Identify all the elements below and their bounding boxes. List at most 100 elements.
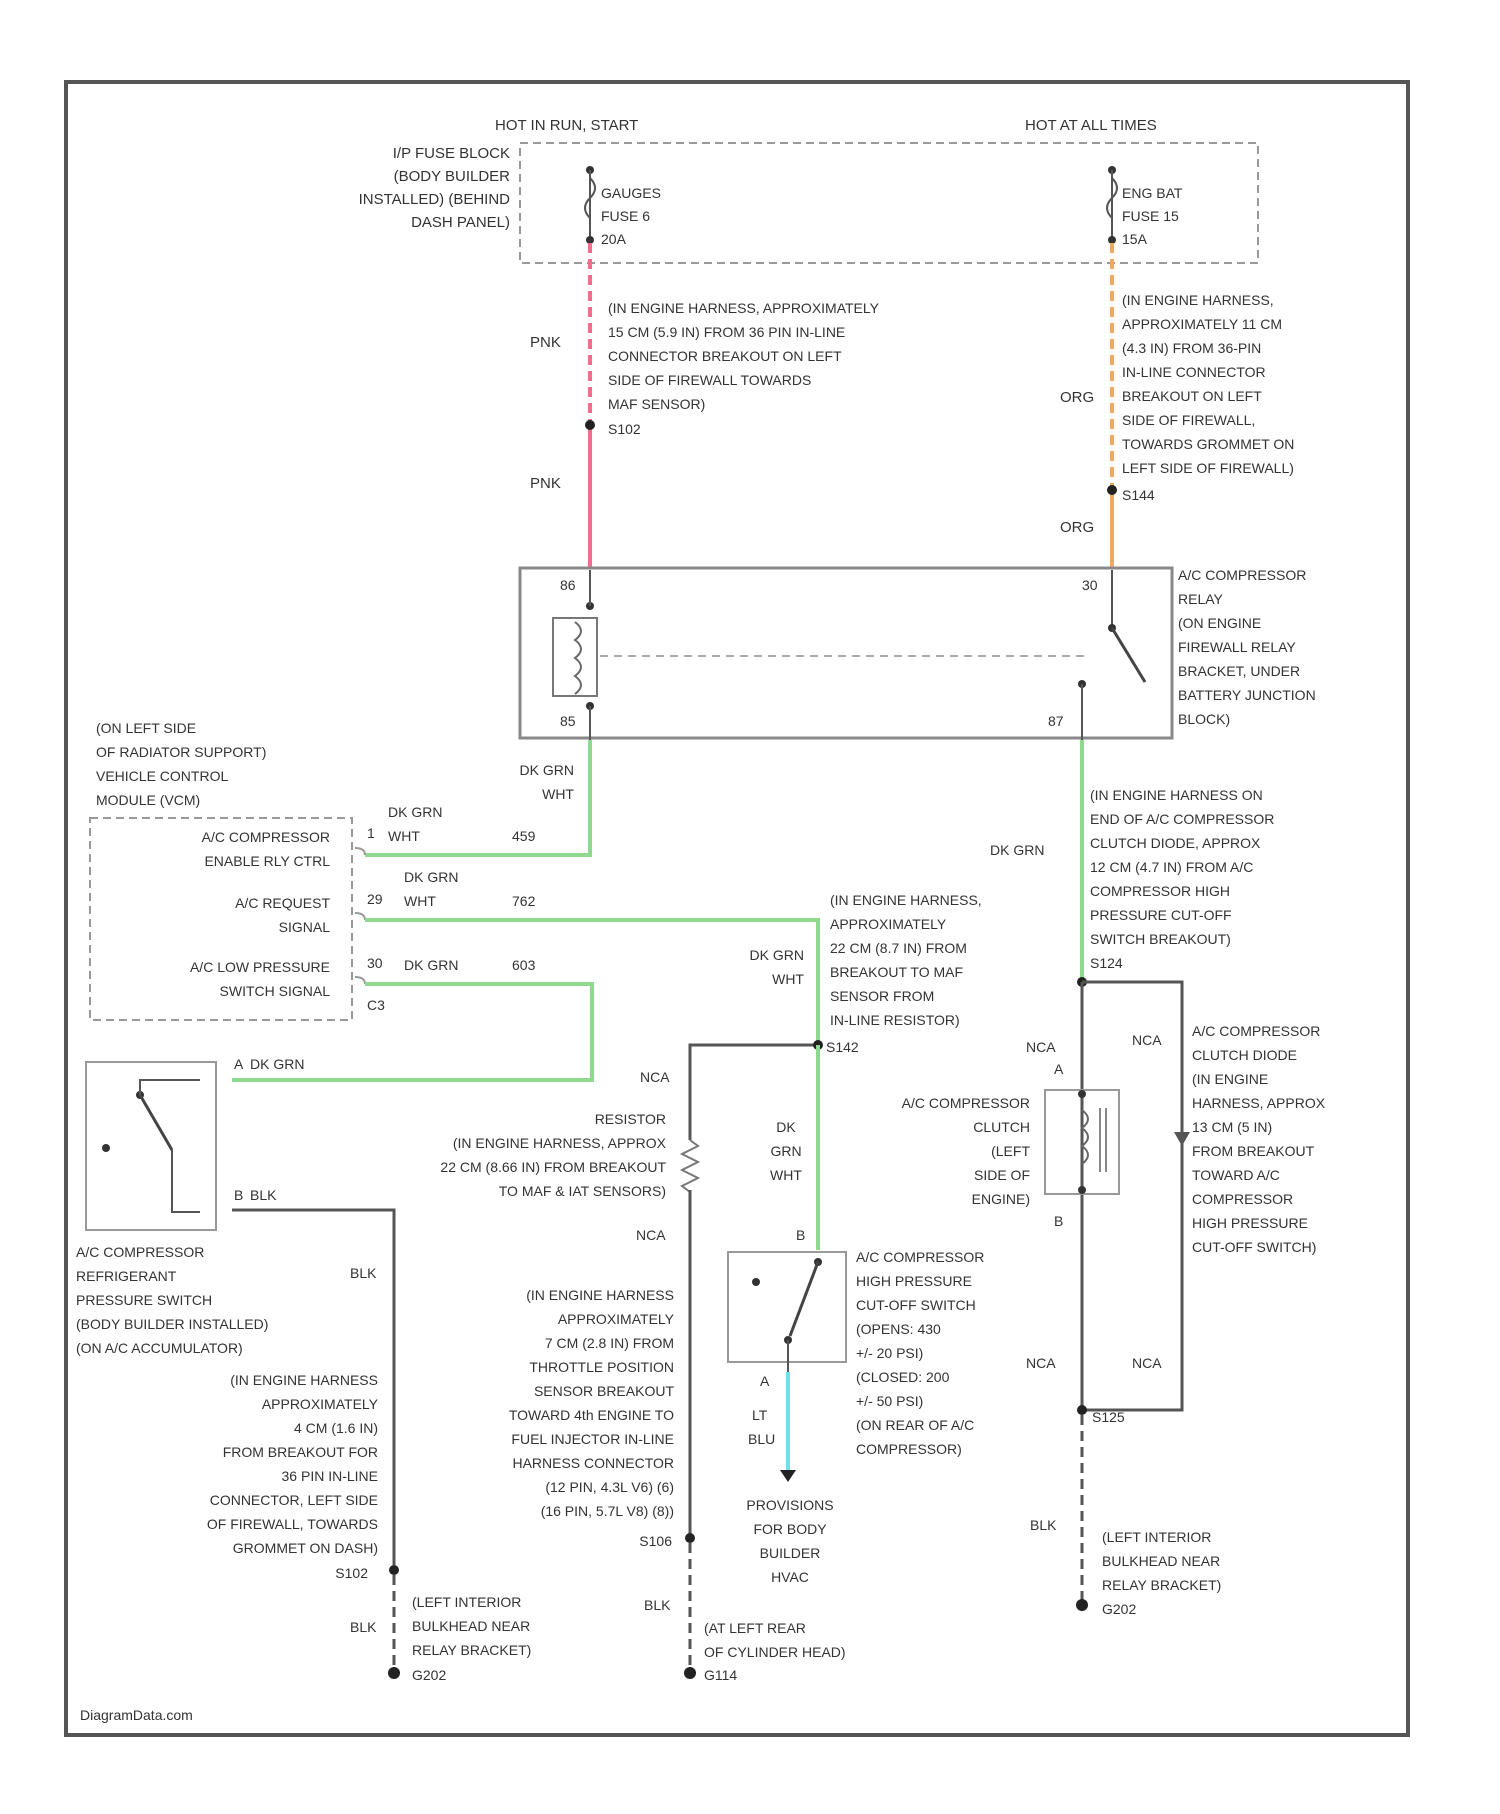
svg-text:CUT-OFF SWITCH): CUT-OFF SWITCH) bbox=[1192, 1239, 1316, 1255]
svg-text:SENSOR BREAKOUT: SENSOR BREAKOUT bbox=[534, 1383, 674, 1399]
svg-text:(ON ENGINE: (ON ENGINE bbox=[1178, 615, 1261, 631]
svg-text:DK GRN: DK GRN bbox=[388, 804, 442, 820]
svg-text:FUSE 15: FUSE 15 bbox=[1122, 208, 1179, 224]
watermark: DiagramData.com bbox=[80, 1707, 193, 1723]
svg-text:(BODY BUILDER: (BODY BUILDER bbox=[394, 168, 511, 185]
svg-text:A/C COMPRESSOR: A/C COMPRESSOR bbox=[76, 1244, 204, 1260]
svg-text:SWITCH SIGNAL: SWITCH SIGNAL bbox=[220, 983, 331, 999]
svg-text:FROM BREAKOUT FOR: FROM BREAKOUT FOR bbox=[223, 1444, 378, 1460]
svg-text:DK GRN: DK GRN bbox=[404, 957, 458, 973]
svg-text:BREAKOUT TO MAF: BREAKOUT TO MAF bbox=[830, 964, 963, 980]
svg-text:A/C COMPRESSOR: A/C COMPRESSOR bbox=[856, 1249, 984, 1265]
resistor-blk-wire bbox=[690, 1045, 818, 1140]
svg-text:DK GRN: DK GRN bbox=[520, 762, 574, 778]
pnk-label-upper: PNK bbox=[530, 334, 561, 351]
svg-text:COMPRESSOR HIGH: COMPRESSOR HIGH bbox=[1090, 883, 1230, 899]
svg-text:BUILDER: BUILDER bbox=[760, 1545, 821, 1561]
svg-text:BLOCK): BLOCK) bbox=[1178, 711, 1230, 727]
svg-text:FOR BODY: FOR BODY bbox=[753, 1521, 827, 1537]
splice-s106-dot bbox=[685, 1533, 695, 1543]
svg-text:(IN ENGINE HARNESS, APPROX: (IN ENGINE HARNESS, APPROX bbox=[453, 1135, 667, 1151]
svg-text:PRESSURE CUT-OFF: PRESSURE CUT-OFF bbox=[1090, 907, 1232, 923]
svg-text:CONNECTOR BREAKOUT ON LEFT: CONNECTOR BREAKOUT ON LEFT bbox=[608, 348, 842, 364]
center-ground-label: (AT LEFT REAR OF CYLINDER HEAD) bbox=[704, 1620, 846, 1660]
clutch-nca-bottom-right: NCA bbox=[1132, 1355, 1162, 1371]
nca-label-1: NCA bbox=[640, 1069, 670, 1085]
low-switch-blk-label: BLK bbox=[350, 1265, 377, 1281]
relay-pin-30: 30 bbox=[1082, 577, 1098, 593]
svg-text:7 CM (2.8 IN) FROM: 7 CM (2.8 IN) FROM bbox=[545, 1335, 674, 1351]
svg-text:A/C COMPRESSOR: A/C COMPRESSOR bbox=[1192, 1023, 1320, 1039]
splice-s102-label: S102 bbox=[608, 421, 641, 437]
vcm-connector: C3 bbox=[367, 997, 385, 1013]
high-switch-pin-a: A bbox=[760, 1373, 770, 1389]
svg-text:WHT: WHT bbox=[404, 893, 436, 909]
svg-text:CLUTCH DIODE, APPROX: CLUTCH DIODE, APPROX bbox=[1090, 835, 1261, 851]
svg-text:603: 603 bbox=[512, 957, 536, 973]
low-switch-wire-a: DK GRN bbox=[250, 1056, 304, 1072]
vcm-pin2-label: A/C REQUEST SIGNAL bbox=[235, 895, 330, 935]
svg-text:22 CM (8.66 IN) FROM BREAKOUT: 22 CM (8.66 IN) FROM BREAKOUT bbox=[440, 1159, 666, 1175]
svg-text:LEFT SIDE OF FIREWALL): LEFT SIDE OF FIREWALL) bbox=[1122, 460, 1294, 476]
low-switch-ground-id: G202 bbox=[412, 1667, 446, 1683]
clutch-nca-top: NCA bbox=[1026, 1039, 1056, 1055]
svg-text:459: 459 bbox=[512, 828, 536, 844]
svg-text:22 CM (8.7 IN) FROM: 22 CM (8.7 IN) FROM bbox=[830, 940, 967, 956]
svg-text:SIDE OF FIREWALL TOWARDS: SIDE OF FIREWALL TOWARDS bbox=[608, 372, 811, 388]
svg-text:(LEFT INTERIOR: (LEFT INTERIOR bbox=[412, 1594, 521, 1610]
vcm-pin-30: 30 bbox=[367, 955, 383, 971]
ground-g202-left bbox=[388, 1667, 400, 1679]
svg-text:FUSE 6: FUSE 6 bbox=[601, 208, 650, 224]
svg-text:20A: 20A bbox=[601, 231, 627, 247]
svg-text:(OPENS: 430: (OPENS: 430 bbox=[856, 1321, 941, 1337]
svg-text:APPROXIMATELY: APPROXIMATELY bbox=[262, 1396, 379, 1412]
fuse-gauges: GAUGES FUSE 6 20A bbox=[585, 166, 661, 247]
svg-text:PROVISIONS: PROVISIONS bbox=[746, 1497, 833, 1513]
center-ground-id: G114 bbox=[704, 1667, 737, 1683]
low-switch-blk-label-2: BLK bbox=[350, 1619, 377, 1635]
fuse-block-box bbox=[520, 143, 1258, 263]
svg-text:(IN ENGINE: (IN ENGINE bbox=[1192, 1071, 1268, 1087]
svg-text:BREAKOUT ON LEFT: BREAKOUT ON LEFT bbox=[1122, 388, 1262, 404]
svg-text:RELAY BRACKET): RELAY BRACKET) bbox=[1102, 1577, 1221, 1593]
resistor-label: RESISTOR (IN ENGINE HARNESS, APPROX 22 C… bbox=[440, 1111, 666, 1199]
svg-text:PRESSURE SWITCH: PRESSURE SWITCH bbox=[76, 1292, 212, 1308]
middle-note: (IN ENGINE HARNESS, APPROXIMATELY 22 CM … bbox=[830, 892, 982, 1028]
pnk-label-lower: PNK bbox=[530, 475, 561, 492]
org-label-lower: ORG bbox=[1060, 519, 1094, 536]
svg-text:HIGH PRESSURE: HIGH PRESSURE bbox=[1192, 1215, 1308, 1231]
svg-text:TOWARD A/C: TOWARD A/C bbox=[1192, 1167, 1280, 1183]
relay-pin-87: 87 bbox=[1048, 713, 1064, 729]
splice-s125-label: S125 bbox=[1092, 1409, 1125, 1425]
svg-text:APPROXIMATELY 11 CM: APPROXIMATELY 11 CM bbox=[1122, 316, 1282, 332]
svg-text:TO MAF & IAT SENSORS): TO MAF & IAT SENSORS) bbox=[499, 1183, 666, 1199]
svg-text:WHT: WHT bbox=[542, 786, 574, 802]
nca-label-2: NCA bbox=[636, 1227, 666, 1243]
svg-text:GRN: GRN bbox=[770, 1143, 801, 1159]
svg-text:12 CM (4.7 IN) FROM A/C: 12 CM (4.7 IN) FROM A/C bbox=[1090, 859, 1253, 875]
high-switch-pin-b: B bbox=[796, 1227, 805, 1243]
svg-text:RESISTOR: RESISTOR bbox=[595, 1111, 666, 1127]
svg-text:HARNESS CONNECTOR: HARNESS CONNECTOR bbox=[512, 1455, 674, 1471]
svg-text:A/C LOW PRESSURE: A/C LOW PRESSURE bbox=[190, 959, 330, 975]
svg-text:A/C COMPRESSOR: A/C COMPRESSOR bbox=[902, 1095, 1030, 1111]
clutch-pin-b: B bbox=[1054, 1213, 1063, 1229]
relay-coil-wire-label: DK GRN WHT bbox=[520, 762, 575, 802]
svg-text:BATTERY JUNCTION: BATTERY JUNCTION bbox=[1178, 687, 1316, 703]
svg-text:GROMMET ON DASH): GROMMET ON DASH) bbox=[233, 1540, 378, 1556]
svg-text:BRACKET, UNDER: BRACKET, UNDER bbox=[1178, 663, 1300, 679]
svg-text:WHT: WHT bbox=[772, 971, 804, 987]
svg-text:(IN ENGINE HARNESS: (IN ENGINE HARNESS bbox=[230, 1372, 378, 1388]
svg-text:APPROXIMATELY: APPROXIMATELY bbox=[830, 916, 947, 932]
svg-text:13 CM (5 IN): 13 CM (5 IN) bbox=[1192, 1119, 1272, 1135]
vcm-w1-label: DK GRN WHT 459 bbox=[388, 804, 536, 844]
svg-text:GAUGES: GAUGES bbox=[601, 185, 661, 201]
splice-s102-dot bbox=[585, 420, 595, 430]
svg-text:SENSOR FROM: SENSOR FROM bbox=[830, 988, 934, 1004]
low-switch-pin-b: B bbox=[234, 1187, 243, 1203]
low-switch-label: A/C COMPRESSOR REFRIGERANT PRESSURE SWIT… bbox=[76, 1244, 268, 1356]
svg-text:BLU: BLU bbox=[748, 1431, 775, 1447]
svg-text:CUT-OFF SWITCH: CUT-OFF SWITCH bbox=[856, 1297, 976, 1313]
svg-text:(LEFT INTERIOR: (LEFT INTERIOR bbox=[1102, 1529, 1211, 1545]
svg-text:TOWARDS GROMMET ON: TOWARDS GROMMET ON bbox=[1122, 436, 1294, 452]
